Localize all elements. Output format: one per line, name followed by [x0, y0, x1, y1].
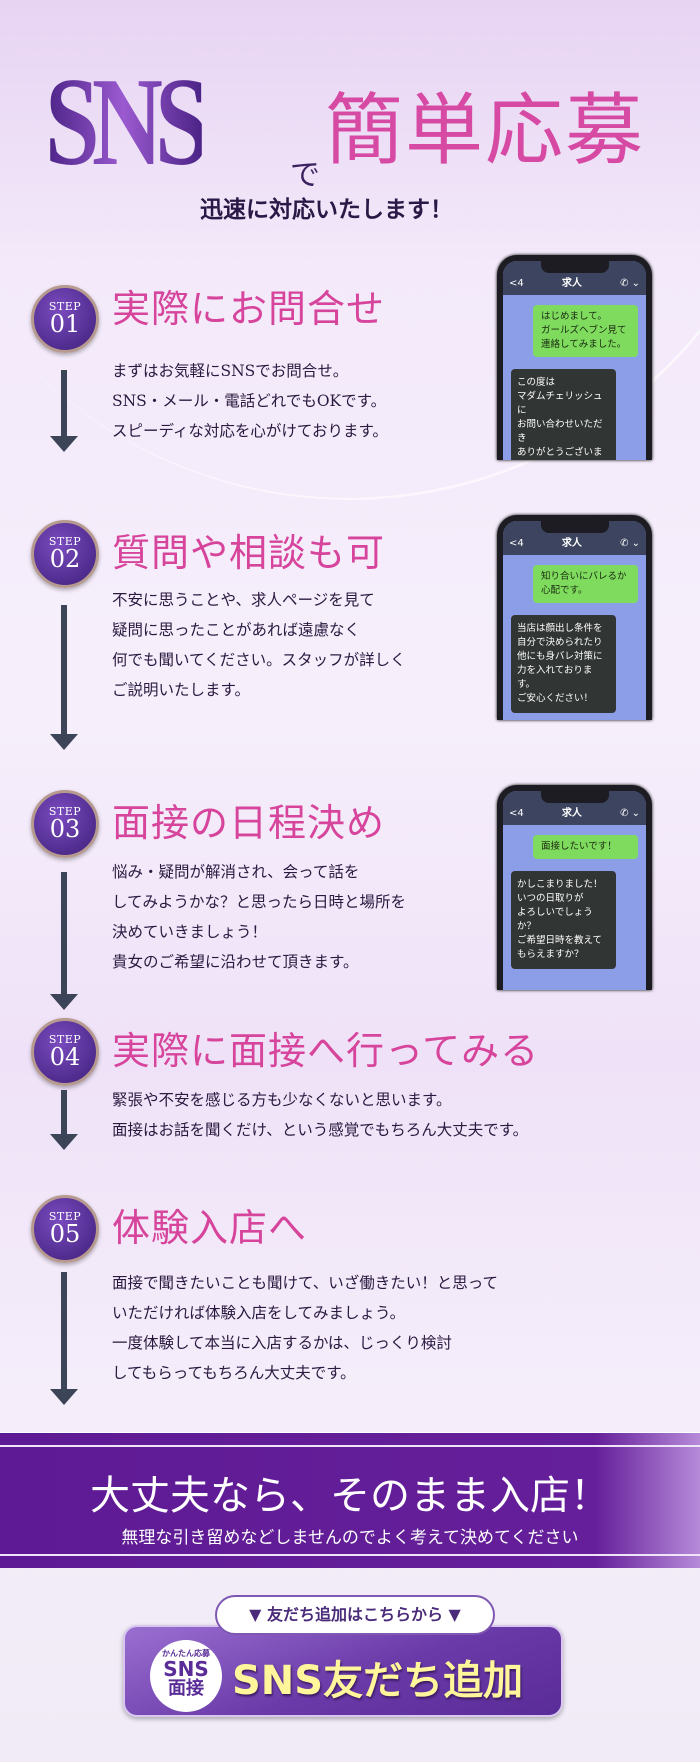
- back-icon: <4: [509, 538, 524, 549]
- step-line: ご説明いたします。: [112, 681, 250, 699]
- sent-message: はじめまして。 ガールズヘブン見て 連絡してみました。: [533, 305, 638, 357]
- call-icon: ✆ ⌄: [620, 808, 640, 819]
- down-arrow-icon: [50, 605, 78, 750]
- step-line: SNS・メール・電話どれでもOKです。: [112, 392, 387, 410]
- step-line: 緊張や不安を感じる方も少なくないと思います。: [112, 1091, 452, 1109]
- step-title: 質問や相談も可: [112, 531, 386, 575]
- down-arrow-icon: [50, 1090, 78, 1150]
- down-arrow-icon: [50, 370, 78, 452]
- step-line: スピーディな対応を心がけております。: [112, 422, 388, 440]
- banner: 大丈夫なら、そのまま入店！ 無理な引き留めなどしませんのでよく考えて決めてくださ…: [0, 1432, 700, 1568]
- header-de: で: [290, 158, 320, 193]
- step-line: 面接で聞きたいことも聞けて、いざ働きたい！と思って: [112, 1274, 498, 1292]
- bubble-small-text: かんたん応募: [162, 1649, 210, 1658]
- sns-interview-bubble-icon: かんたん応募 SNS 面接: [150, 1640, 222, 1712]
- bubble-interview-text: 面接: [168, 1678, 204, 1699]
- bubble-sns-text: SNS: [163, 1657, 209, 1681]
- down-arrow-icon: [50, 1272, 78, 1405]
- step-number: 05: [49, 1220, 81, 1248]
- reply-message: 当店は顔出し条件を 自分で決められたり 他にも身バレ対策に 力を入れております。…: [511, 615, 616, 713]
- step-title: 実際にお問合せ: [112, 287, 386, 331]
- back-icon: <4: [509, 808, 524, 819]
- phone-mockup: <4 求人 ✆ ⌄ はじめまして。 ガールズヘブン見て 連絡してみました。 この度は…: [497, 255, 652, 460]
- step-line: 一度体験して本当に入店するかは、じっくり検討: [112, 1334, 452, 1352]
- phone-mockup: <4 求人 ✆ ⌄ 知り合いにバレるか 心配です。 当店は顔出し条件を 自分で決めら…: [497, 515, 652, 720]
- step-label: STEP: [48, 1210, 82, 1223]
- step-number: 02: [49, 545, 81, 573]
- step-title: 面接の日程決め: [112, 801, 386, 845]
- step-line: 貴女のご希望に沿わせて頂きます。: [112, 953, 359, 971]
- step-number: 04: [49, 1043, 81, 1071]
- banner-title: 大丈夫なら、そのまま入店！: [90, 1473, 610, 1519]
- phone-notch: [541, 521, 609, 533]
- phone-mockup: <4 求人 ✆ ⌄ 面接したいです！ かしこまりました！ いつの日取りが よろしいで…: [497, 785, 652, 990]
- step-line: まずはお気軽にSNSでお問合せ。: [112, 362, 349, 380]
- reply-message: かしこまりました！ いつの日取りが よろしいでしょうか？ ご希望日時を教えて も…: [511, 871, 616, 969]
- step-description: 悩み・疑問が解消され、会って話をしてみようかな？と思ったら日時と場所を決めていき…: [112, 857, 406, 977]
- back-icon: <4: [509, 278, 524, 289]
- sent-message: 面接したいです！: [533, 835, 638, 859]
- step-line: してみようかな？と思ったら日時と場所を: [112, 893, 407, 911]
- step-description: まずはお気軽にSNSでお問合せ。 SNS・メール・電話どれでもOKです。スピーディ…: [112, 356, 388, 446]
- down-arrow-icon: [50, 872, 78, 1010]
- step-label: STEP: [48, 535, 82, 548]
- phone-notch: [541, 791, 609, 803]
- step-line: 悩み・疑問が解消され、会って話を: [112, 863, 360, 881]
- banner-subtitle: 無理な引き留めなどしませんのでよく考えて決めてください: [121, 1528, 579, 1548]
- step-line: 何でも聞いてください。スタッフが詳しく: [112, 651, 406, 669]
- step-number: 01: [49, 310, 81, 338]
- step-description: 緊張や不安を感じる方も少なくないと思います。面接はお話を聞くだけ、という感覚でも…: [112, 1085, 528, 1145]
- step-line: してもらってもちろん大丈夫です。: [112, 1364, 356, 1382]
- step-label: STEP: [48, 805, 82, 818]
- header-sns: SNS: [45, 53, 210, 192]
- phone-notch: [541, 261, 609, 273]
- step-line: いただければ体験入店をしてみましょう。: [112, 1304, 406, 1322]
- step-line: 疑問に思ったことがあれば遠慮なく: [112, 621, 361, 639]
- chat-name: 求人: [561, 278, 582, 289]
- step-title: 体験入店へ: [112, 1206, 308, 1250]
- header-title: 簡単応募: [325, 86, 646, 176]
- step-line: 決めていきましょう！: [112, 923, 268, 941]
- sns-add-friend-label[interactable]: SNS友だち追加: [232, 1658, 524, 1704]
- step-label: STEP: [48, 1033, 82, 1046]
- chat-name: 求人: [561, 808, 582, 819]
- step-label: STEP: [48, 300, 82, 313]
- step-line: 面接はお話を聞くだけ、という感覚でもちろん大丈夫です。: [112, 1121, 529, 1139]
- reply-message: この度は マダムチェリッシュに お問い合わせいただき ありがとうございます。 気…: [511, 369, 616, 460]
- step-description: 面接で聞きたいことも聞けて、いざ働きたい！と思っていただければ体験入店をしてみま…: [112, 1268, 498, 1388]
- call-icon: ✆ ⌄: [620, 278, 640, 289]
- add-friend-pill[interactable]: ▼ 友だち追加はこちらから ▼: [215, 1595, 495, 1635]
- sent-message: 知り合いにバレるか 心配です。: [533, 565, 638, 603]
- step-description: 不安に思うことや、求人ページを見て疑問に思ったことがあれば遠慮なく何でも聞いてく…: [112, 585, 406, 705]
- step-number: 03: [49, 815, 81, 843]
- chat-name: 求人: [561, 538, 582, 549]
- step-line: 不安に思うことや、求人ページを見て: [112, 591, 375, 609]
- call-icon: ✆ ⌄: [620, 538, 640, 549]
- header-subtitle: 迅速に対応いたします！: [200, 196, 453, 223]
- step-title: 実際に面接へ行ってみる: [112, 1029, 540, 1073]
